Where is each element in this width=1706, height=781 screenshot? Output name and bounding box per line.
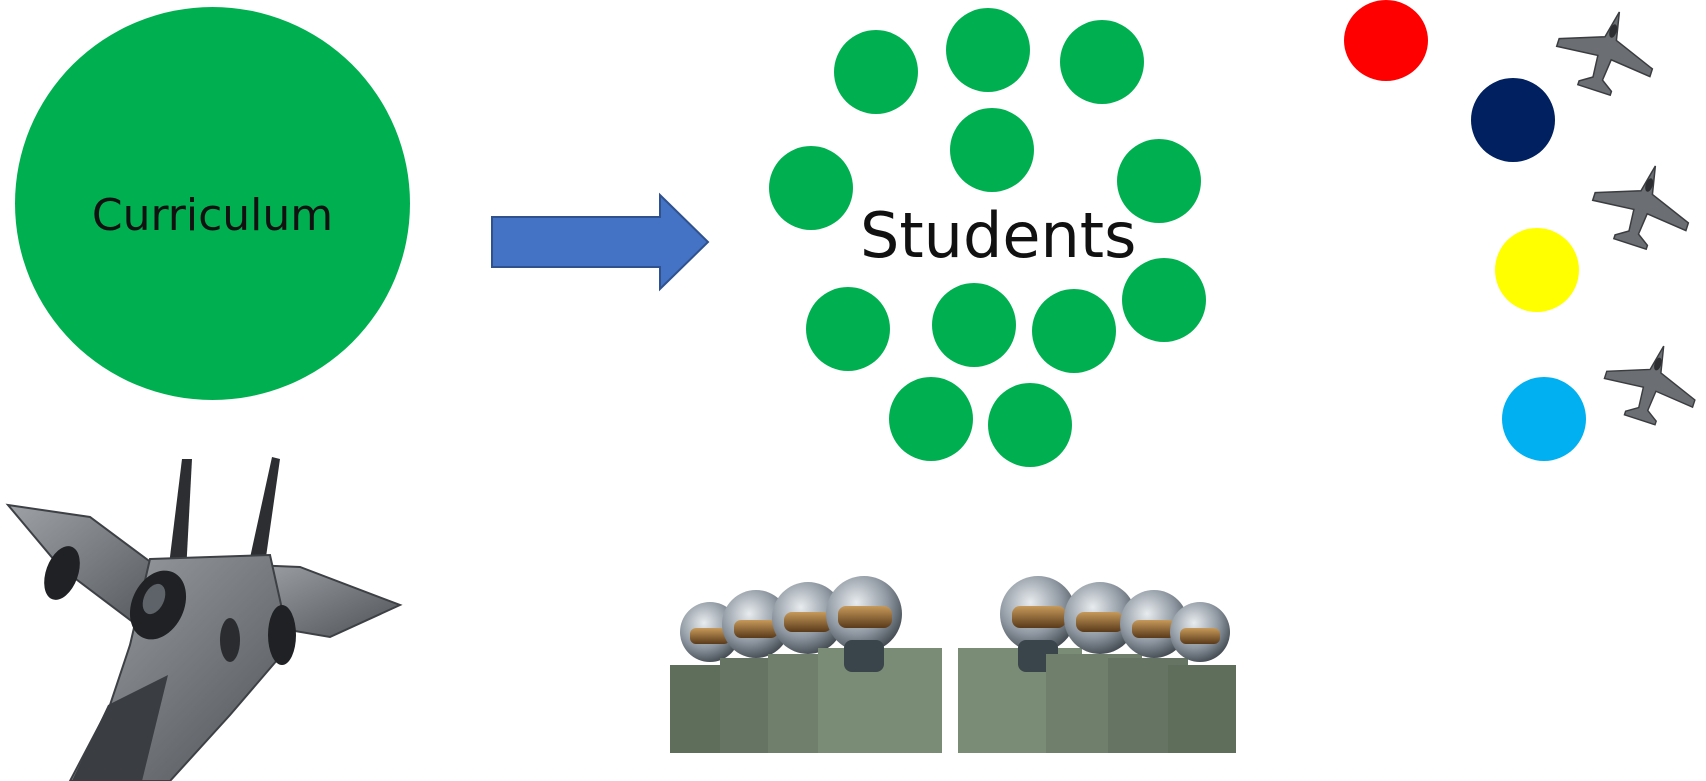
student-dot <box>1122 258 1206 342</box>
student-dot <box>1117 139 1201 223</box>
small-jet-icon <box>1591 165 1690 251</box>
curriculum-circle: Curriculum <box>15 7 410 400</box>
student-dot <box>889 377 973 461</box>
right-arrow-icon <box>491 192 710 292</box>
curriculum-label: Curriculum <box>91 190 334 241</box>
student-dot <box>950 108 1034 192</box>
student-dot <box>946 8 1030 92</box>
track-dot-cyan <box>1502 377 1586 461</box>
student-dot <box>769 146 853 230</box>
small-jet-icon <box>1555 11 1654 97</box>
student-dot <box>834 30 918 114</box>
student-dot <box>932 283 1016 367</box>
fighter-jet-icon <box>5 457 403 781</box>
student-dot <box>988 383 1072 467</box>
small-jet-icon <box>1603 345 1696 426</box>
pilots-group-image <box>670 576 1236 753</box>
student-dot <box>1060 20 1144 104</box>
students-label: Students <box>860 199 1137 272</box>
track-dot-navy <box>1471 78 1555 162</box>
student-dot <box>1032 289 1116 373</box>
track-dot-red <box>1344 0 1428 81</box>
student-dot <box>806 287 890 371</box>
track-dot-yellow <box>1495 228 1579 312</box>
